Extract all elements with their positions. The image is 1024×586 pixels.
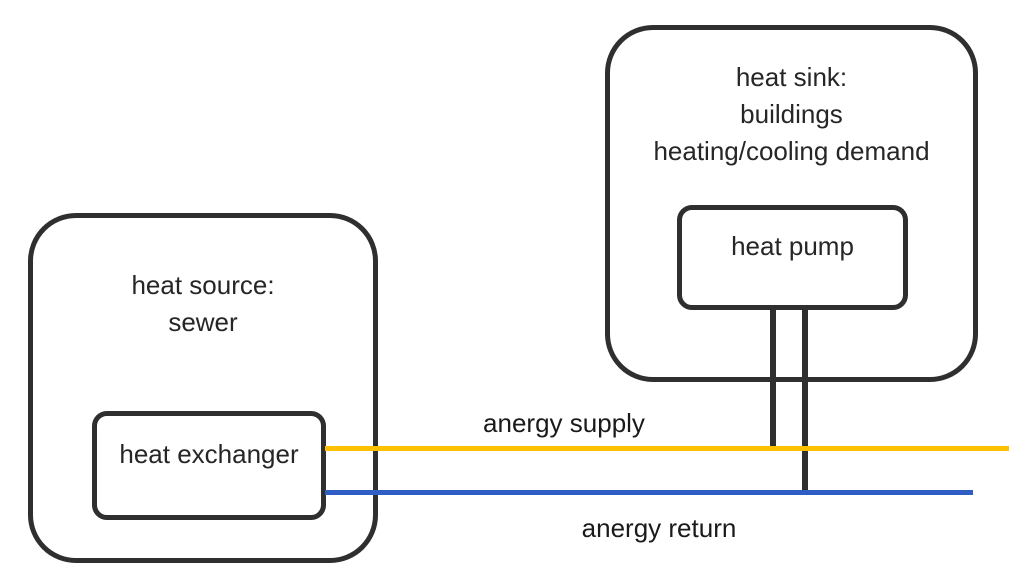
anergy-return-line	[325, 490, 973, 495]
heat-source-title: heat source: sewer	[33, 267, 373, 341]
heat-pump-return-connector-line	[802, 307, 808, 494]
anergy-supply-label: anergy supply	[483, 408, 645, 438]
heat-pump-box: heat pump	[677, 205, 908, 310]
heat-sink-title-line2: buildings	[740, 99, 843, 129]
heat-source-title-line2: sewer	[168, 307, 238, 337]
heat-sink-title: heat sink: buildings heating/cooling dem…	[610, 59, 973, 170]
heat-source-title-line1: heat source:	[131, 270, 275, 300]
heat-exchanger-box: heat exchanger	[92, 411, 326, 520]
heat-sink-title-line1: heat sink:	[735, 62, 848, 92]
heat-sink-title-line3: heating/cooling demand	[653, 136, 930, 166]
heat-source-box: heat source: sewer	[28, 213, 378, 563]
anergy-supply-line	[325, 446, 1009, 451]
anergy-return-label: anergy return	[581, 513, 737, 543]
heat-pump-supply-connector-line	[770, 307, 776, 448]
heat-sink-box: heat sink: buildings heating/cooling dem…	[605, 25, 978, 382]
heat-pump-label: heat pump	[731, 231, 854, 261]
heat-exchanger-label: heat exchanger	[119, 439, 299, 469]
